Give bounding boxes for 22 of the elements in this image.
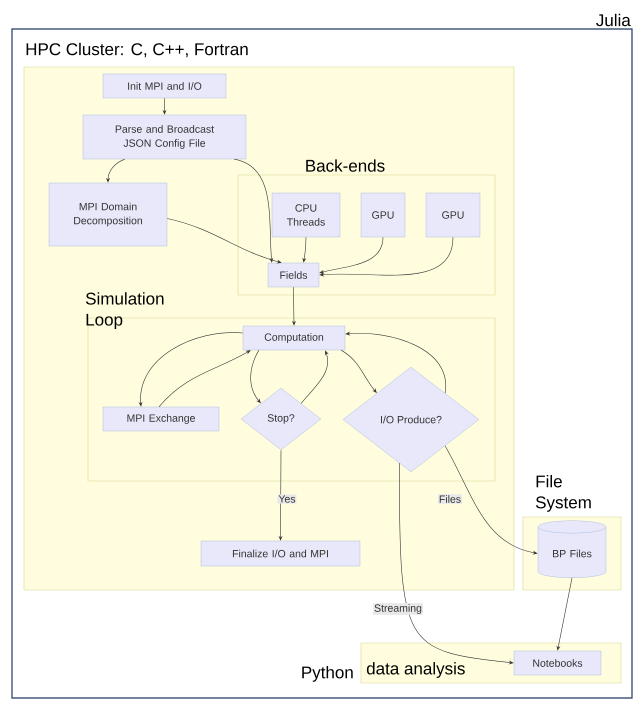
process-box: MPI Exchange	[102, 406, 220, 432]
process-box: GPU	[426, 192, 480, 238]
process-box: Finalize I/O and MPI	[200, 540, 360, 566]
panel-heading: Python	[302, 666, 353, 682]
process-box: Fields	[268, 262, 320, 288]
panel-heading: File System	[536, 474, 591, 512]
process-box: MPI Domain Decomposition	[48, 182, 168, 246]
process-box: Notebooks	[514, 650, 602, 676]
storage-cylinder: BP Files	[538, 520, 606, 578]
panel-label: data analysis	[366, 662, 465, 678]
frame-heading: Julia	[596, 14, 631, 26]
edge-label: Files	[438, 494, 462, 504]
process-box: Parse and Broadcast JSON Config File	[82, 114, 246, 160]
panel-heading: Back-ends	[306, 159, 385, 172]
process-box: Computation	[242, 326, 346, 350]
panel-heading: Simulation Loop	[86, 292, 164, 330]
arrow	[250, 350, 261, 404]
process-box: GPU	[360, 192, 406, 238]
process-box: Init MPI and I/O	[102, 74, 226, 98]
edge-label: Streaming	[373, 603, 423, 615]
process-box: CPU Threads	[272, 192, 340, 238]
panel-heading: HPC Cluster: C, C++, Fortran	[26, 42, 248, 58]
